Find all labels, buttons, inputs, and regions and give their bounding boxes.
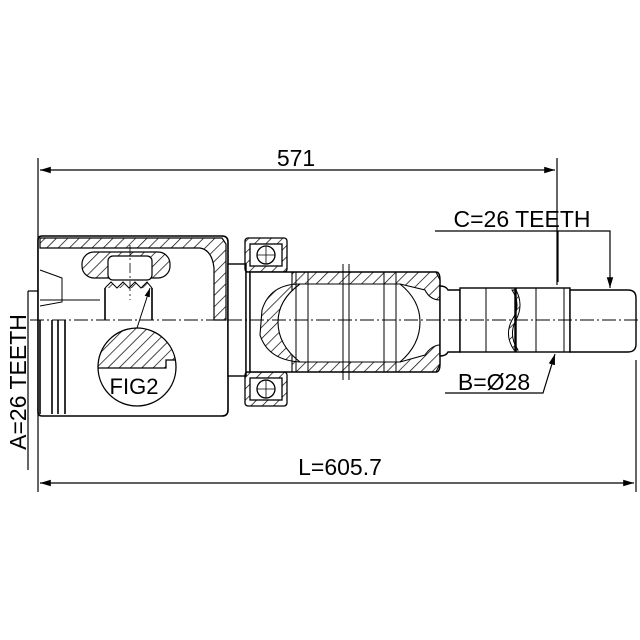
shaft-diameter-leader	[445, 353, 556, 394]
outer-spline-leader	[435, 230, 614, 288]
dimension-total-length-label: L=605.7	[298, 454, 382, 480]
output-shaft	[439, 285, 637, 357]
dimension-571-label: 571	[277, 145, 315, 171]
bearing-top	[244, 237, 288, 273]
outer-housing	[37, 235, 229, 417]
fig2-label: FIG2	[110, 374, 159, 399]
dimension-total-length	[40, 360, 637, 492]
shaft-diameter-label: B=Ø28	[458, 369, 530, 395]
inner-spline-label: A=26 TEETH	[5, 314, 31, 450]
outer-spline-label: C=26 TEETH	[454, 206, 591, 232]
inner-joint-body	[245, 264, 441, 380]
bearing-bottom	[244, 371, 288, 407]
